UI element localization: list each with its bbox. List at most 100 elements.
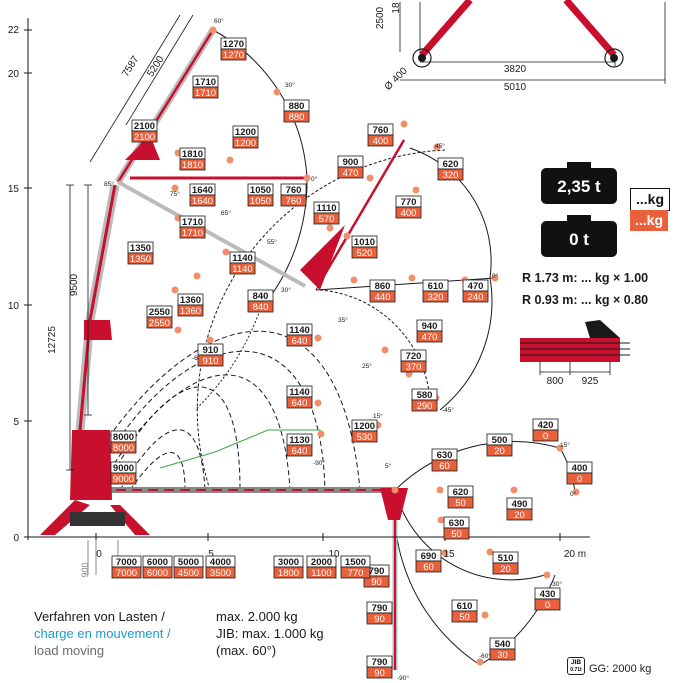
- load-point-dot: [381, 346, 389, 354]
- load-value-static: 620: [443, 159, 459, 170]
- table-moving-cell: [142, 566, 173, 579]
- load-value-static: 470: [468, 281, 484, 292]
- load-value-static: 860: [375, 281, 391, 292]
- table-value-static: 1500: [345, 557, 366, 568]
- table-moving-cell: [306, 566, 337, 579]
- legend-moving: Verfahren von Lasten / charge en mouveme…: [34, 609, 171, 658]
- load-box-moving-cell: [232, 136, 259, 149]
- dimension-lines: [66, 2, 666, 471]
- dimension-label: 5010: [504, 82, 527, 93]
- load-value-moving: 370: [406, 362, 422, 373]
- angle-label: 65°: [221, 209, 231, 217]
- load-value-static: 1200: [354, 421, 375, 432]
- load-value-moving: 1200: [235, 138, 256, 149]
- load-value-static: 900: [343, 157, 359, 168]
- y-tick-label: 22: [8, 25, 20, 36]
- angle-label: 25°: [362, 362, 372, 370]
- load-point-dot: [314, 334, 322, 342]
- load-value-moving: 90: [374, 668, 385, 679]
- y-axis: [24, 18, 32, 540]
- load-value-static: 430: [540, 589, 556, 600]
- load-value-moving: 2100: [134, 132, 155, 143]
- load-value-moving: 880: [289, 112, 305, 123]
- load-value-static: 9000: [113, 463, 134, 474]
- load-points: [148, 26, 580, 666]
- table-value-static: 2000: [311, 557, 332, 568]
- load-box-moving-cell: [247, 300, 274, 313]
- load-value-moving: 240: [468, 292, 484, 303]
- load-value-moving: 760: [286, 196, 302, 207]
- table-moving-cell: [205, 566, 236, 579]
- load-value-static: 1010: [354, 237, 375, 248]
- dimension-label: 12725: [47, 326, 58, 354]
- table-value-static: 3000: [278, 557, 299, 568]
- load-point-dot: [366, 174, 374, 182]
- load-value-moving: 400: [373, 136, 389, 147]
- load-value-static: 1360: [180, 295, 201, 306]
- load-box-moving-cell: [437, 168, 464, 181]
- load-value-moving: 1710: [182, 228, 203, 239]
- dimension-label: 18: [391, 2, 402, 14]
- load-box-moving-cell: [192, 86, 219, 99]
- load-point-dot: [412, 186, 420, 194]
- load-point-dot: [491, 274, 499, 282]
- table-value-moving: 3500: [210, 568, 231, 579]
- legend-max: max. 2.000 kg JIB: max. 1.000 kg (max. 6…: [216, 609, 324, 658]
- table-value-moving: 1800: [278, 568, 299, 579]
- table-moving-cell: [273, 566, 304, 579]
- load-value-static: 540: [495, 639, 511, 650]
- stowed-crane-icon: [520, 320, 630, 362]
- y-tick-label: 20: [8, 69, 20, 80]
- x-tick-label: 20 m: [564, 549, 586, 560]
- load-box-moving-cell: [451, 610, 478, 623]
- kg-box-top: ...kg: [630, 188, 670, 211]
- angle-label: -90°: [313, 459, 325, 467]
- load-value-static: 1110: [316, 203, 336, 214]
- angle-label: -90°: [397, 674, 409, 682]
- load-box-moving-cell: [179, 158, 206, 171]
- load-point-dot: [171, 286, 179, 294]
- load-box-moving-cell: [110, 441, 137, 454]
- angle-label: -60°: [479, 652, 491, 660]
- load-box-moving-cell: [351, 430, 378, 443]
- y-tick-label: 0: [13, 533, 19, 544]
- load-value-static: 770: [401, 197, 417, 208]
- load-box-moving-cell: [366, 666, 393, 679]
- angle-label: -45°: [442, 406, 454, 414]
- load-value-static: 490: [512, 499, 528, 510]
- angle-label: 85°: [104, 180, 114, 188]
- load-value-moving: 30: [497, 650, 508, 661]
- table-moving-cell: [111, 566, 142, 579]
- dimension-label: 2500: [375, 6, 386, 29]
- load-value-static: 840: [253, 291, 269, 302]
- load-point-dot: [481, 611, 489, 619]
- load-box-moving-cell: [416, 330, 443, 343]
- load-box-moving-cell: [492, 562, 519, 575]
- angle-label: 45°: [435, 142, 445, 150]
- load-value-static: 940: [422, 321, 438, 332]
- load-box-moving-cell: [395, 206, 422, 219]
- load-point-dot: [193, 272, 201, 280]
- load-box-moving-cell: [189, 194, 216, 207]
- load-value-moving: 1810: [182, 160, 203, 171]
